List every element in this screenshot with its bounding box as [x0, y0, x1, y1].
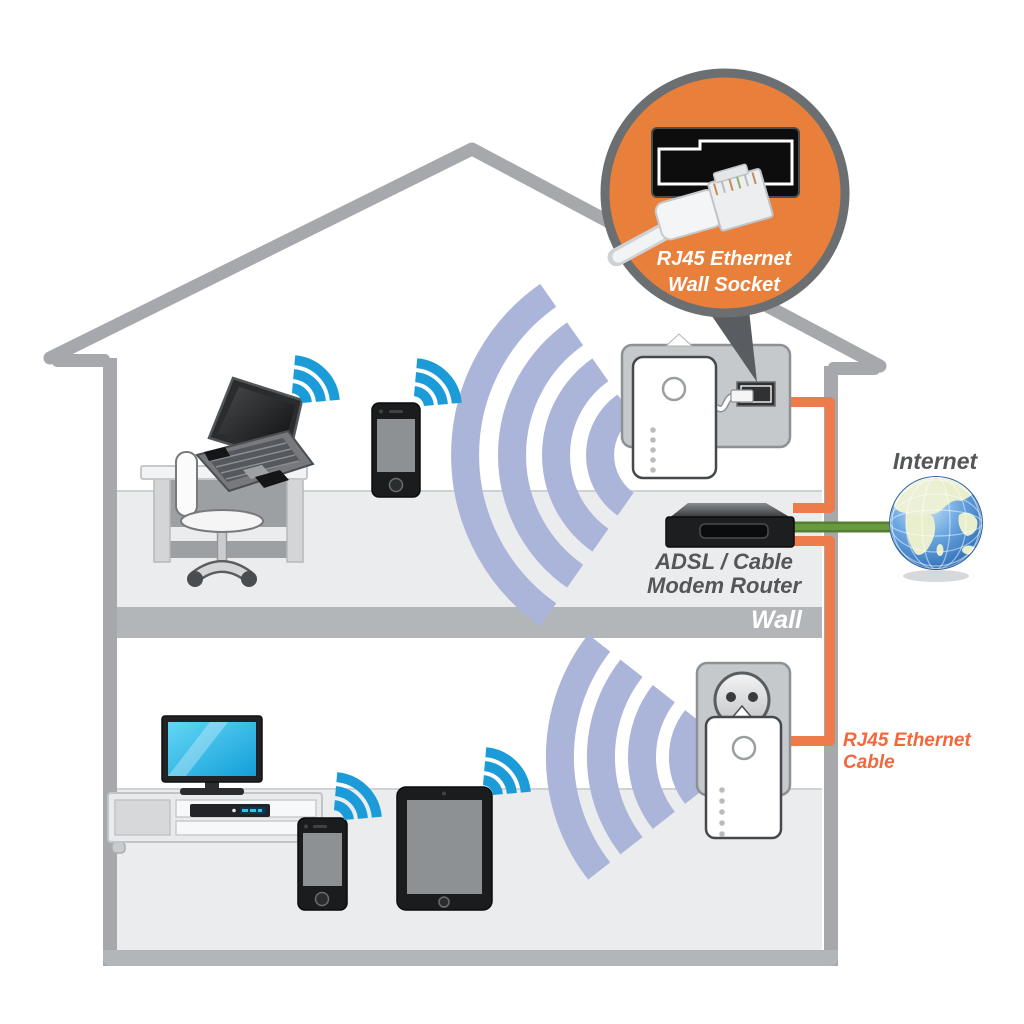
wps-button — [661, 376, 687, 402]
tablet-screen — [407, 800, 482, 894]
media-player-power-led — [232, 808, 236, 813]
wifi-signal-icon-tablet — [482, 747, 531, 796]
chair-column — [216, 529, 228, 564]
wall-label: Wall — [751, 606, 802, 634]
callout-label: RJ45 Ethernet Wall Socket — [624, 246, 824, 298]
wps-button — [731, 735, 757, 761]
desk-leg-left — [153, 478, 171, 563]
tv-base — [180, 788, 244, 795]
callout-label-line2: Wall Socket — [668, 274, 780, 296]
laptop-grip-right — [255, 470, 289, 488]
outlet-hole-right — [748, 692, 758, 702]
router-label-line1: ADSL / Cable — [655, 549, 793, 574]
wifi-signal-icons — [291, 355, 531, 821]
chair-backrest — [175, 451, 198, 517]
cable-router-to-adapter — [780, 536, 835, 746]
callout-rj45-wall-socket — [600, 68, 850, 382]
phone-home-button — [388, 477, 404, 493]
internet-label: Internet — [892, 448, 978, 474]
cable-socket-to-router — [778, 397, 835, 513]
plug-pins — [713, 172, 757, 196]
globe-shadow — [903, 570, 969, 582]
cabinet-leg-left — [111, 841, 126, 854]
led-indicators — [719, 787, 725, 837]
tv-screen-shine — [168, 722, 228, 776]
wifi-signal-icon-laptop — [291, 355, 340, 404]
router-label-line2: Modem Router — [647, 573, 801, 598]
desk-leg-right — [286, 478, 304, 563]
modem-router — [665, 503, 795, 548]
tablet-camera — [442, 791, 446, 796]
left-eaves — [52, 354, 110, 367]
powerline-adapter — [631, 355, 718, 480]
media-player-display-segments — [242, 809, 262, 812]
rj45-plug-graphic — [607, 163, 774, 267]
internet-connection — [794, 476, 983, 582]
smartphone-upper — [371, 402, 421, 498]
wall-band — [117, 607, 822, 638]
phone-speaker — [389, 410, 403, 413]
rj45-ethernet-cables — [778, 397, 835, 746]
phone-camera — [379, 409, 383, 414]
laptop — [195, 376, 315, 493]
phone-camera — [304, 824, 308, 829]
wifi-wave-arcs-icons — [451, 283, 708, 880]
smartphone-lower — [297, 817, 348, 911]
router-top — [668, 503, 793, 519]
adapter-clip — [664, 333, 694, 347]
office-chair — [175, 451, 264, 587]
television — [161, 715, 263, 795]
wifi-signal-icon-phone-lower — [333, 772, 382, 821]
foundation-band — [103, 950, 838, 966]
internet-globe-icon — [889, 476, 983, 570]
ethernet-cable-label: RJ45 Ethernet Cable — [843, 730, 971, 773]
powerline-adapter — [704, 715, 783, 840]
rj45-plug — [730, 389, 754, 403]
tablet-home-button — [438, 896, 450, 908]
callout-label-line1: RJ45 Ethernet — [656, 248, 792, 270]
chair-wheel-left — [187, 571, 203, 587]
wall-socket-frame — [657, 139, 794, 186]
left-wall — [103, 358, 117, 966]
laptop-grip-left — [204, 447, 230, 461]
modem-router-label: ADSL / Cable Modem Router — [622, 550, 826, 598]
wifi-signal-icon-phone-upper — [413, 358, 462, 407]
phone-screen — [377, 419, 415, 472]
outlet-hole-left — [726, 692, 736, 702]
wifi-wave-arcs-icon-lower — [545, 634, 708, 880]
wifi-wave-arcs-icon-upper — [451, 283, 635, 627]
tv-neck — [205, 782, 219, 790]
lower-powerline-adapter-assembly — [695, 661, 792, 840]
upper-powerline-adapter-assembly — [620, 333, 792, 480]
cabinet-door — [114, 799, 171, 836]
cabinet-shelf-bottom — [175, 820, 317, 836]
tv-cabinet — [107, 792, 323, 854]
chair-wheel-right — [241, 571, 257, 587]
chair-seat — [180, 509, 264, 533]
tablet — [396, 786, 493, 911]
tv-screen — [168, 722, 256, 776]
phone-speaker — [313, 825, 327, 828]
plug-clip-tab — [712, 163, 749, 184]
phone-home-button — [314, 891, 330, 907]
desk-shelf — [170, 541, 287, 558]
phone-screen — [303, 833, 342, 886]
led-indicators — [650, 427, 656, 473]
router-slot — [699, 523, 769, 539]
